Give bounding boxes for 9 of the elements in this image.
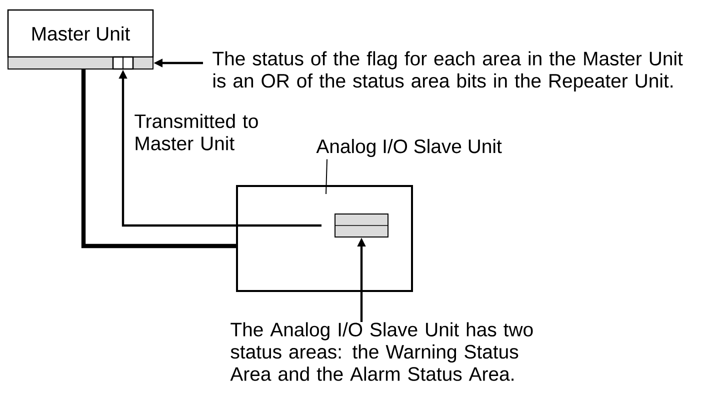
connector-line: [81, 70, 236, 248]
flag-box: [112, 56, 134, 70]
note-text: The Analog I/O Slave Unit has two status areas: the Warning Status Area and the Alarm Status Area.: [230, 322, 533, 381]
note-text: The status of the flag for each area in the Master Unit is an OR of the status area bits in the Repeater Unit.: [212, 51, 683, 92]
slave-unit-box: [236, 185, 413, 292]
leader-line: [326, 158, 328, 194]
edge-label: Transmitted to Master Unit: [134, 114, 258, 150]
status-area: [334, 214, 389, 238]
unit-label: Analog I/O Slave Unit: [316, 138, 502, 158]
